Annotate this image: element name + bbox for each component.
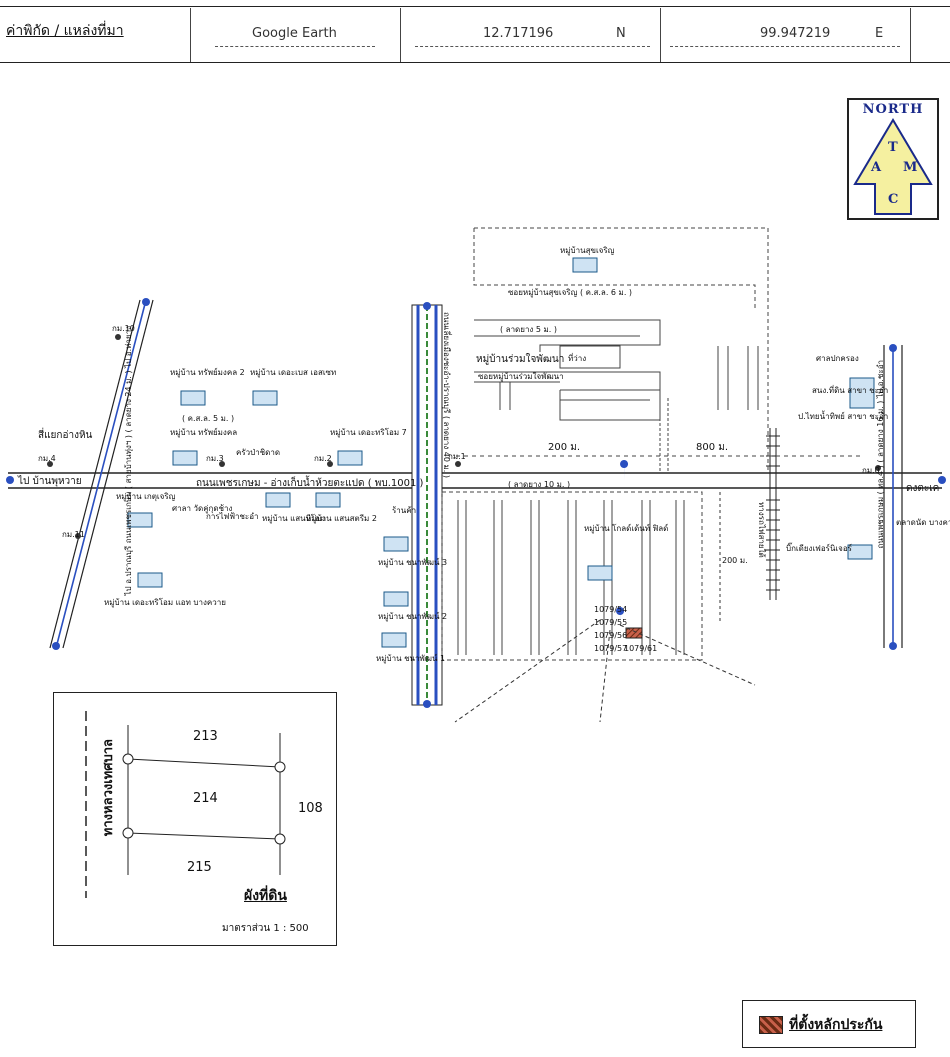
source-value: Google Earth (252, 26, 337, 41)
plot-number: 1079/61 (624, 644, 658, 653)
km-label: กม.1 (448, 452, 466, 461)
village-label: หมู่บ้าน โกลด์เด้นท์ ฟิลด์ (584, 524, 669, 533)
header-divider (660, 8, 661, 62)
km-label: กม.11 (62, 530, 85, 539)
road-label: ซอยหมู่บ้านสุขเจริญ ( ค.ส.ล. 6 ม. ) (508, 288, 633, 297)
village-label: หมู่บ้าน ชนาพัฒน์ 3 (378, 558, 448, 567)
place-label: ที่ว่าง (568, 354, 587, 363)
railway (766, 428, 780, 600)
header-divider (400, 8, 401, 62)
legend-box: ที่ตั้งหลักประกัน (742, 1000, 916, 1048)
road-label: ( ลาดยาง 5 ม. ) (500, 325, 557, 334)
coord-label: ค่าพิกัด / แหล่งที่มา (6, 23, 124, 39)
village-label: หมู่บ้าน เดอะเบส เอสเซท (250, 368, 337, 377)
collateral-swatch (759, 1016, 783, 1034)
municipal-road-label: ทางหลวงเทศบาล (101, 739, 116, 837)
km-label: กม.10 (112, 324, 135, 333)
latitude-value: 12.717196 (483, 26, 554, 41)
header-divider (190, 8, 191, 62)
place-label: ครัวป่าชิดาด (236, 448, 281, 457)
plot-number: 1079/55 (594, 618, 628, 627)
plot-number: 1079/56 (594, 631, 628, 640)
plot-number-right: 108 (298, 801, 323, 816)
plan-title: ผังที่ดิน (244, 888, 287, 904)
north-letter: A (871, 160, 882, 175)
north-letter: C (888, 192, 899, 207)
longitude-underline (670, 46, 900, 47)
road-end-markers (6, 298, 946, 708)
plan-scale: มาตราส่วน 1 : 500 (222, 923, 309, 934)
village-label: หมู่บ้าน ทรัพย์มงคล 2 (170, 368, 245, 377)
plot-plan: 213 214 215 108 ทางหลวงเทศบาล ผังที่ดิน … (53, 692, 337, 946)
left-highway (49, 299, 154, 649)
village-label: หมู่บ้าน แสนบีโอม (262, 514, 326, 523)
header-top-rule (0, 6, 950, 7)
longitude-dir: E (875, 26, 884, 41)
road-label: ถนนเลี่ยงเมืองชะอำ-ปราณบุรี ( ลาดยาง 40 … (442, 312, 451, 478)
village-label: หมู่บ้านร่วมใจพัฒนา (476, 354, 565, 365)
main-road-label: ถนนเพชรเกษม - อ่างเก็บน้ำห้วยตะแปด ( พบ.… (196, 478, 424, 489)
building-icons (127, 257, 875, 648)
km-label: กม.4 (38, 454, 56, 463)
village-label: หมู่บ้าน เดอะทริโอม 7 (330, 428, 407, 437)
place-label: บิ๊กเดียงเฟอร์นิเจอร์ (786, 544, 852, 553)
north-arrow: NORTH T A M C (847, 98, 939, 220)
place-label: ศาลปกครอง (816, 354, 859, 363)
plot-number: 1079/54 (594, 605, 628, 614)
place-label: ทางรถไฟสายใต้ (757, 502, 766, 558)
place-label: ป.ไทยน้ำทิพย์ สาขา ชะอำ (798, 412, 889, 421)
distance-label: 800 ม. (696, 442, 729, 453)
km-label: กม.0 (862, 466, 880, 475)
km-label: กม.3 (206, 454, 224, 463)
plot-number: 1079/57 (594, 644, 628, 653)
bypass-road (411, 304, 443, 706)
junction-label: สี่แยกอ่างหิน (38, 430, 93, 441)
place-label: ร้านค้า (392, 506, 417, 515)
to-right-label: ดงตะเค (906, 483, 940, 494)
village-label: หมู่บ้าน ชนาพัฒน์ 1 (376, 654, 446, 663)
north-arrow-shape (853, 118, 933, 215)
plot-number-middle: 214 (193, 791, 218, 806)
location-map (6, 227, 946, 723)
plot-number-bottom: 215 (187, 860, 212, 875)
header-divider (910, 8, 911, 62)
road-label: ( ค.ส.ล. 5 ม. ) (182, 414, 235, 423)
place-label: ศาลา วัดคู่กุดช้าง (172, 504, 233, 513)
header-bar: ค่าพิกัด / แหล่งที่มา Google Earth 12.71… (0, 0, 950, 63)
plot-plan-drawing (85, 711, 286, 898)
village-label: หมู่บ้านสุขเจริญ (560, 246, 615, 255)
km-post-icons (47, 334, 881, 539)
road-label: ถนนเพชรเกษม ( ทล.4 ) ( ลาดยาง 16 ม. ) ไป… (876, 360, 885, 549)
upper-village-area (456, 227, 860, 473)
place-label: การไฟฟ้าชะอำ (206, 512, 259, 521)
north-letter: M (903, 160, 918, 175)
road-label: ( ลาดยาง 10 ม. ) (508, 480, 571, 489)
distance-label: 200 ม. (722, 556, 748, 565)
view-lines (454, 619, 756, 723)
north-letter: T (888, 140, 898, 155)
village-label: หมู่บ้าน เดอะทริโอม แอท บางควาย (104, 598, 226, 607)
km-label: กม.2 (314, 454, 332, 463)
to-left-label: ไป บ้านพุหวาย (18, 476, 82, 487)
village-label: หมู่บ้าน ทรัพย์มงคล (170, 428, 238, 437)
latitude-dir: N (616, 26, 626, 41)
road-label: ซอยหมู่บ้านร่วมใจพัฒนา (478, 372, 564, 381)
lower-subdivision (441, 491, 721, 661)
longitude-value: 99.947219 (760, 26, 831, 41)
right-highway (883, 345, 903, 648)
plot-number-top: 213 (193, 729, 218, 744)
location-pin (616, 460, 629, 627)
place-label: ตลาดนัด บางควาย (896, 518, 950, 527)
road-label: ไป อ.ปราณบุรี ถนนเพชรเกษม ( สายบ้านทุ่งฯ… (124, 326, 133, 596)
legend-label: ที่ตั้งหลักประกัน (789, 1017, 883, 1033)
main-road (8, 472, 942, 489)
village-label: หมู่บ้าน ชนาพัฒน์ 2 (378, 612, 448, 621)
source-underline (215, 46, 375, 47)
distance-label: 200 ม. (548, 442, 581, 453)
village-label: หมู่บ้าน เกตุเจริญ (116, 492, 176, 501)
place-label: สนง.ที่ดิน สาขา ชะอำ (812, 386, 889, 395)
village-label: หมู่บ้าน แสนสตรีม 2 (306, 514, 377, 523)
latitude-underline (415, 46, 650, 47)
north-title: NORTH (862, 102, 924, 117)
